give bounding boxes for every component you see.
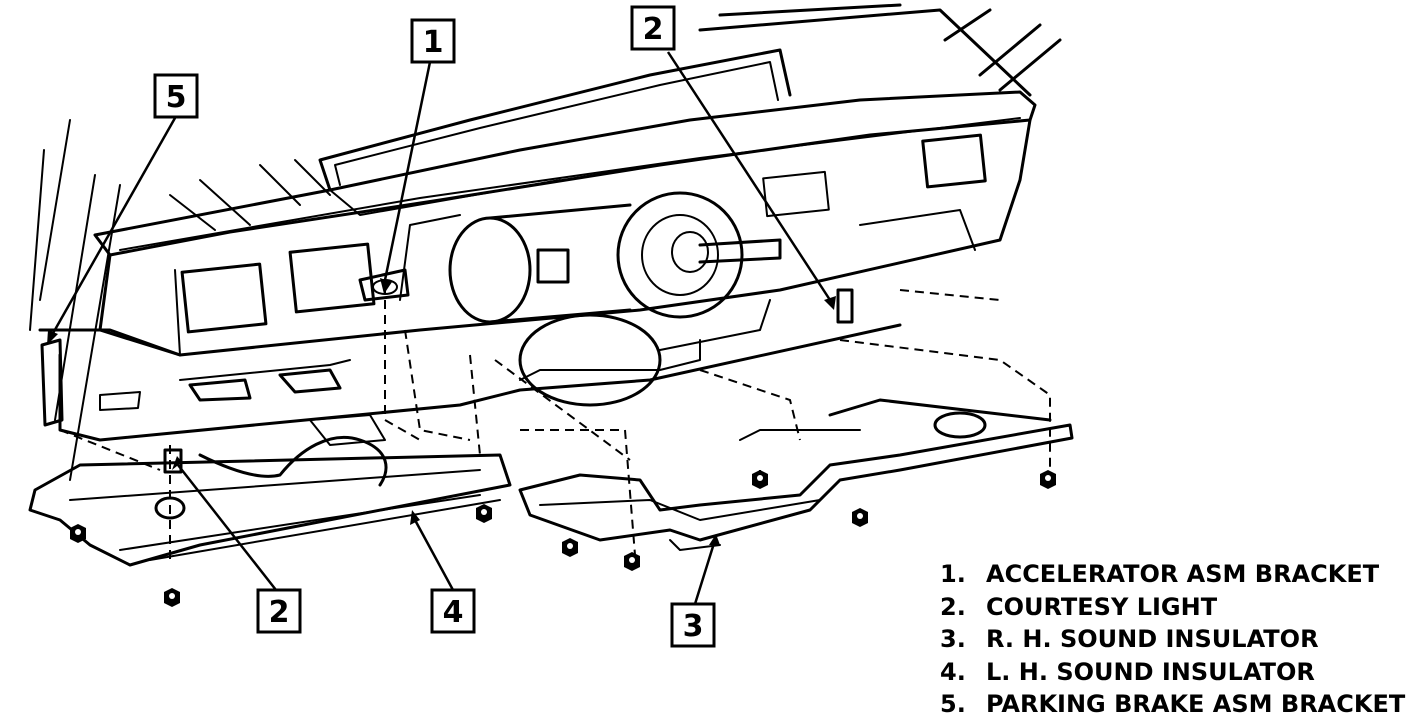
legend-number: 2. bbox=[940, 592, 966, 621]
parts-legend: 1. ACCELERATOR ASM BRACKET 2. COURTESY LIG… bbox=[940, 558, 1405, 721]
legend-label: ACCELERATOR ASM BRACKET bbox=[986, 560, 1380, 588]
callout-1: 1 bbox=[410, 18, 456, 64]
callout-4: 4 bbox=[430, 588, 476, 634]
legend-item-5: 5. PARKING BRAKE ASM BRACKET bbox=[940, 688, 1405, 721]
callout-3: 3 bbox=[670, 602, 716, 648]
fastener-icon bbox=[164, 588, 180, 607]
fasteners bbox=[70, 470, 1056, 607]
assembly-guide-lines bbox=[59, 285, 1051, 560]
fastener-icon bbox=[1040, 470, 1056, 489]
callout-4-number: 4 bbox=[443, 595, 464, 630]
dashboard-pad bbox=[93, 48, 1037, 257]
legend-item-4: 4. L. H. SOUND INSULATOR bbox=[940, 656, 1400, 689]
legend-item-3: 3. R. H. SOUND INSULATOR bbox=[940, 623, 1400, 656]
legend-label: R. H. SOUND INSULATOR bbox=[986, 625, 1319, 653]
fastener-icon bbox=[476, 504, 492, 523]
callout-2-top: 2 bbox=[630, 5, 676, 51]
rh-sound-insulator bbox=[518, 398, 1074, 551]
fastener-icon bbox=[70, 524, 86, 543]
legend-label: PARKING BRAKE ASM BRACKET bbox=[986, 690, 1406, 718]
legend-number: 1. bbox=[940, 560, 966, 588]
callout-2-bottom: 2 bbox=[256, 588, 302, 634]
callout-2-bottom-number: 2 bbox=[269, 595, 290, 630]
parking-brake-bracket bbox=[40, 338, 141, 427]
legend-label: L. H. SOUND INSULATOR bbox=[986, 657, 1315, 686]
fastener-icon bbox=[752, 470, 768, 489]
courtesy-light-rh bbox=[836, 288, 854, 324]
callout-3-number: 3 bbox=[683, 609, 704, 644]
windshield-frame bbox=[29, 3, 1062, 481]
legend-item-1: 1. ACCELERATOR ASM BRACKET bbox=[940, 558, 1400, 591]
dashboard-face bbox=[98, 118, 1032, 357]
callout-5-number: 5 bbox=[166, 80, 187, 115]
legend-item-2: 2. COURTESY LIGHT bbox=[940, 591, 1400, 624]
lh-sound-insulator bbox=[28, 414, 512, 567]
leader-lines bbox=[47, 51, 836, 605]
lower-dash bbox=[38, 299, 902, 442]
legend-label: COURTESY LIGHT bbox=[986, 592, 1218, 621]
fastener-icon bbox=[562, 538, 578, 557]
fastener-icon bbox=[624, 552, 640, 571]
legend-number: 4. bbox=[940, 657, 966, 686]
legend-number: 5. bbox=[940, 690, 966, 718]
legend-number: 3. bbox=[940, 625, 966, 653]
callout-2-top-number: 2 bbox=[643, 12, 664, 47]
fastener-icon bbox=[852, 508, 868, 527]
callout-5: 5 bbox=[153, 73, 199, 119]
callout-1-number: 1 bbox=[423, 25, 444, 60]
steering-column bbox=[448, 191, 782, 407]
